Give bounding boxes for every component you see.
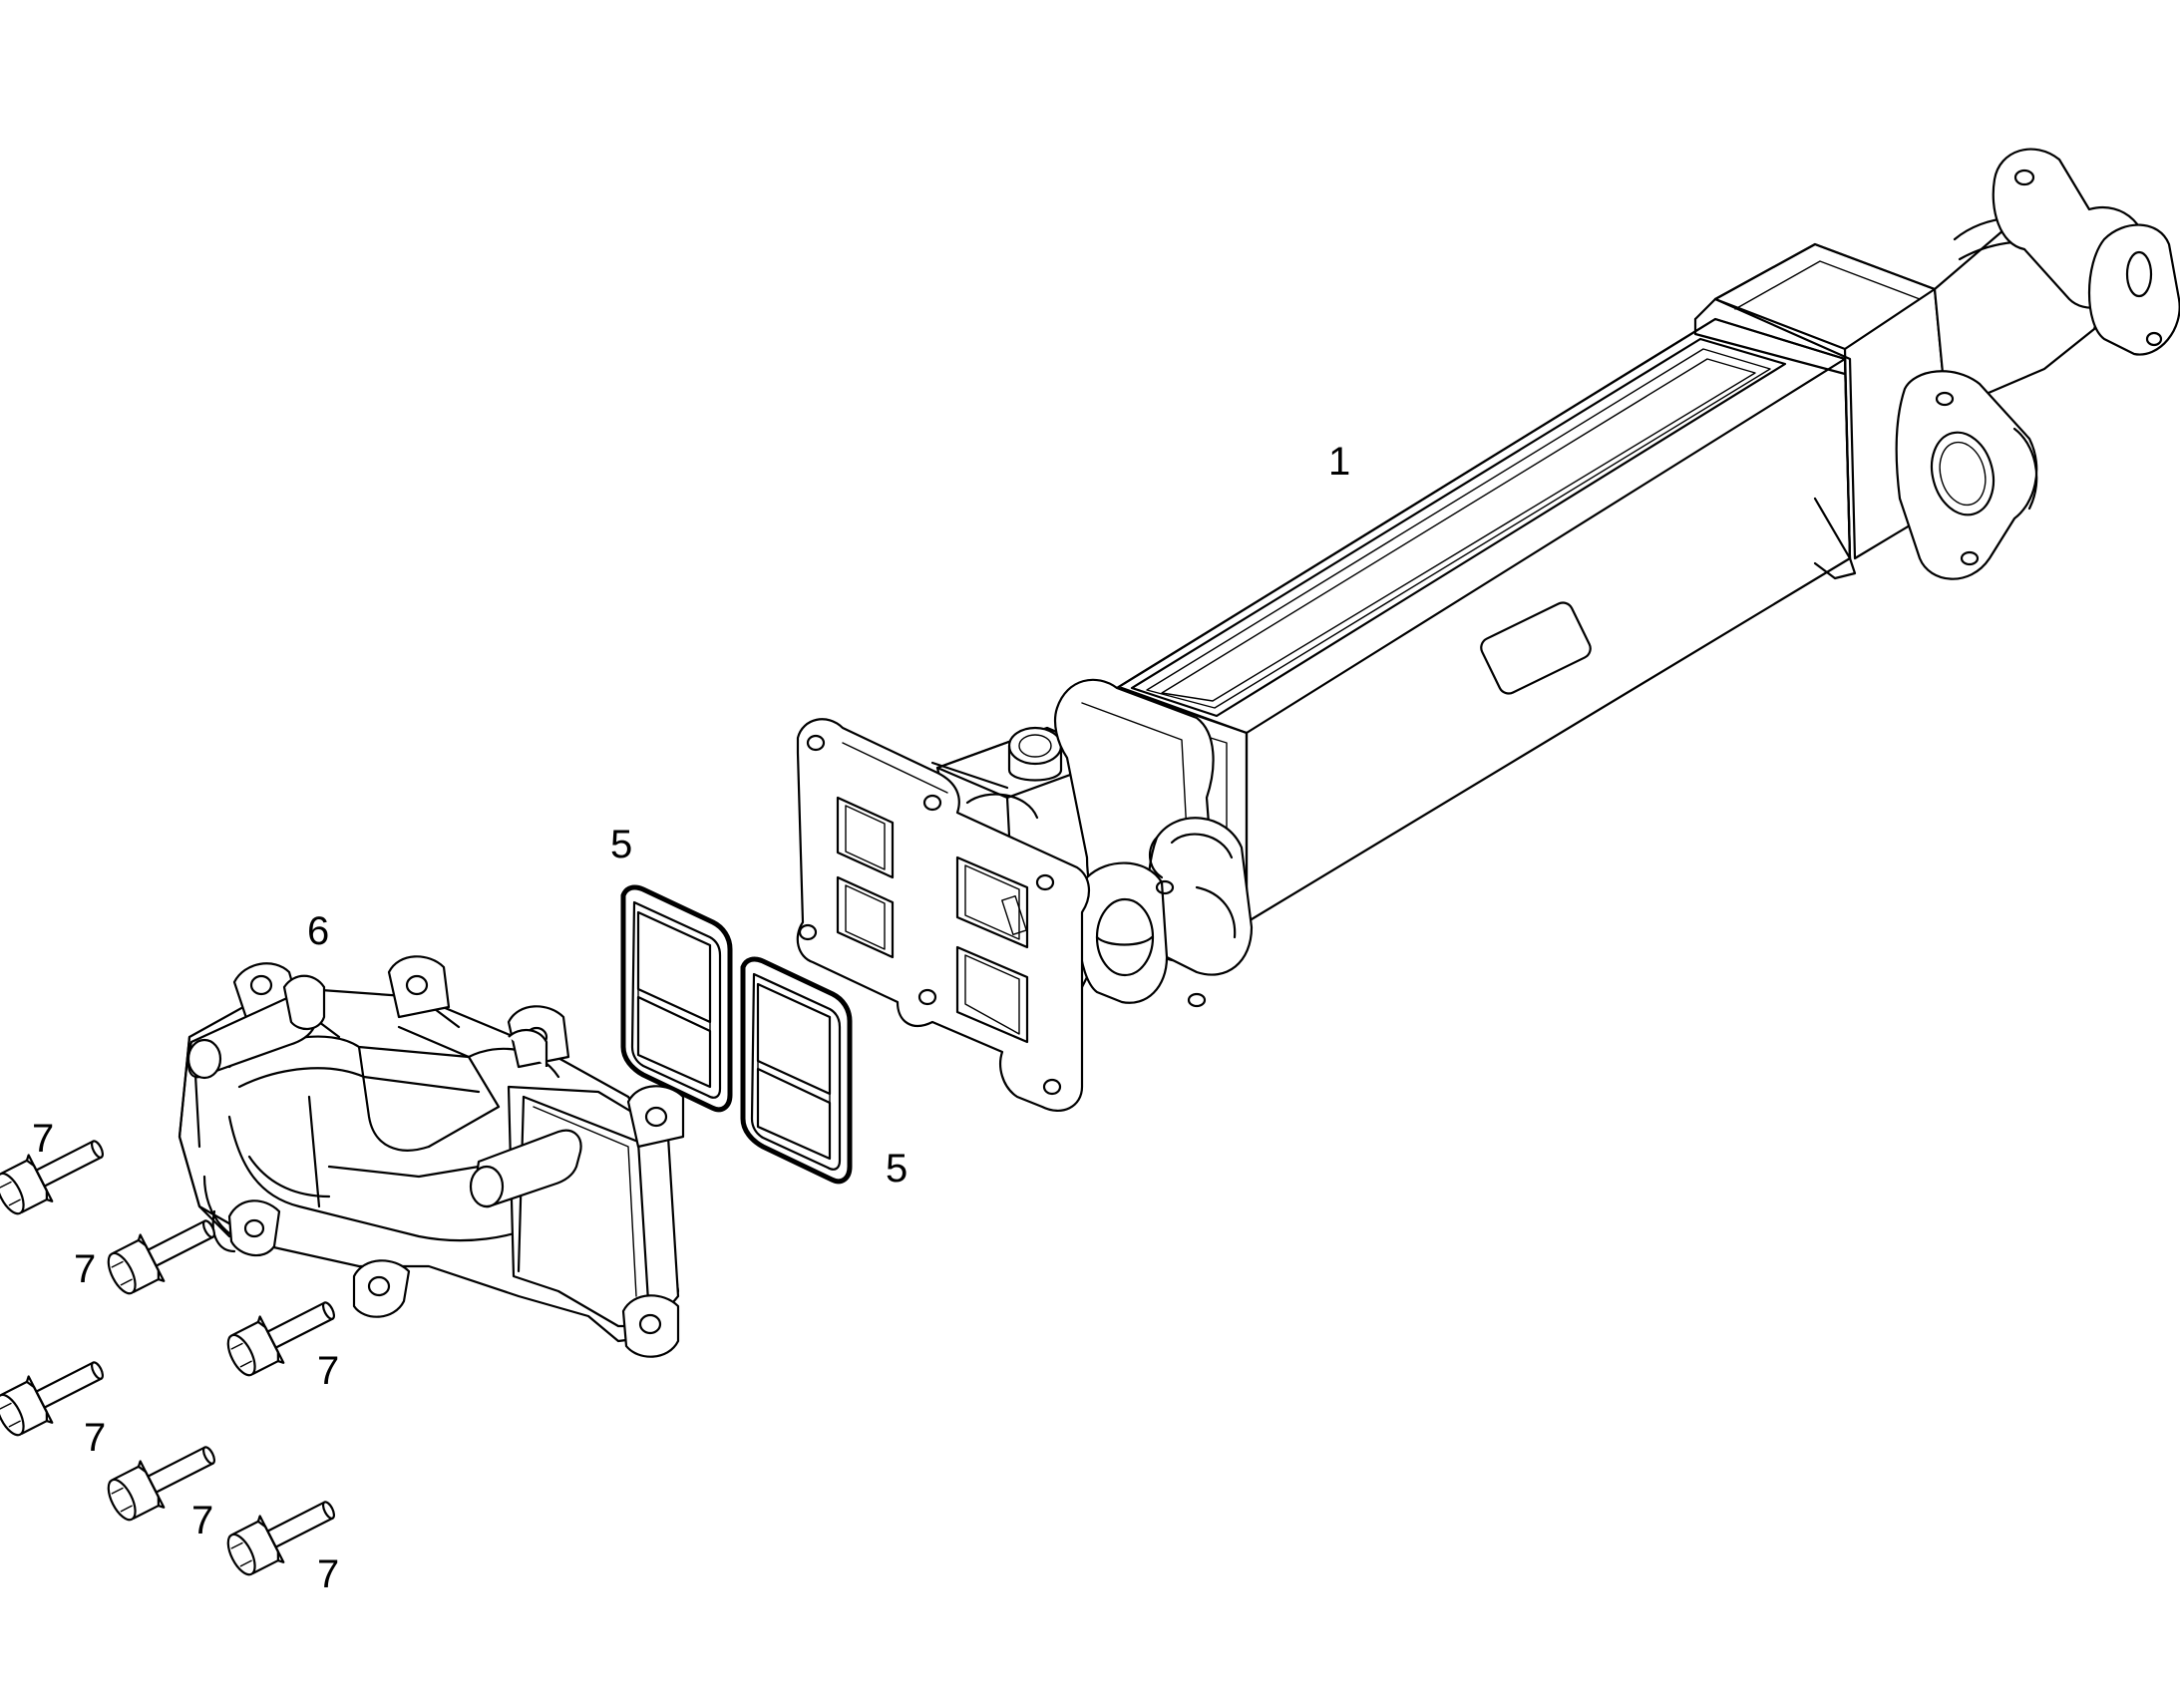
label-plate <box>1480 601 1592 695</box>
callout-7-b: 7 <box>74 1247 96 1291</box>
cooler-front-head <box>796 678 1254 1112</box>
callout-7-e: 7 <box>191 1499 213 1542</box>
part-7-bolt-1 <box>0 1140 105 1215</box>
part-1-cooler-assembly <box>796 148 2180 1112</box>
part-5-gasket-right <box>740 956 853 1185</box>
callout-7-c: 7 <box>317 1349 339 1393</box>
callout-6: 6 <box>307 909 329 953</box>
part-7-bolt-6 <box>226 1501 336 1576</box>
part-6-manifold-housing <box>178 955 685 1358</box>
housing-pipe-stubs <box>186 974 582 1253</box>
top-boss <box>1007 726 1063 766</box>
part-7-bolt-5 <box>107 1446 216 1522</box>
cooler-rear-outlet <box>1895 148 2180 580</box>
part-7-bolt-4 <box>0 1361 105 1437</box>
callout-7-a: 7 <box>32 1117 54 1161</box>
callout-7-d: 7 <box>84 1416 106 1460</box>
part-7-bolt-2 <box>107 1219 216 1295</box>
part-7-bolt-3 <box>226 1301 336 1377</box>
callout-5-lower: 5 <box>886 1147 908 1191</box>
callout-1: 1 <box>1328 440 1350 484</box>
housing-bolt-ears <box>227 955 685 1358</box>
part-5-gasket-left <box>620 884 733 1113</box>
callout-7-f: 7 <box>317 1552 339 1596</box>
callout-5-upper: 5 <box>610 823 632 866</box>
